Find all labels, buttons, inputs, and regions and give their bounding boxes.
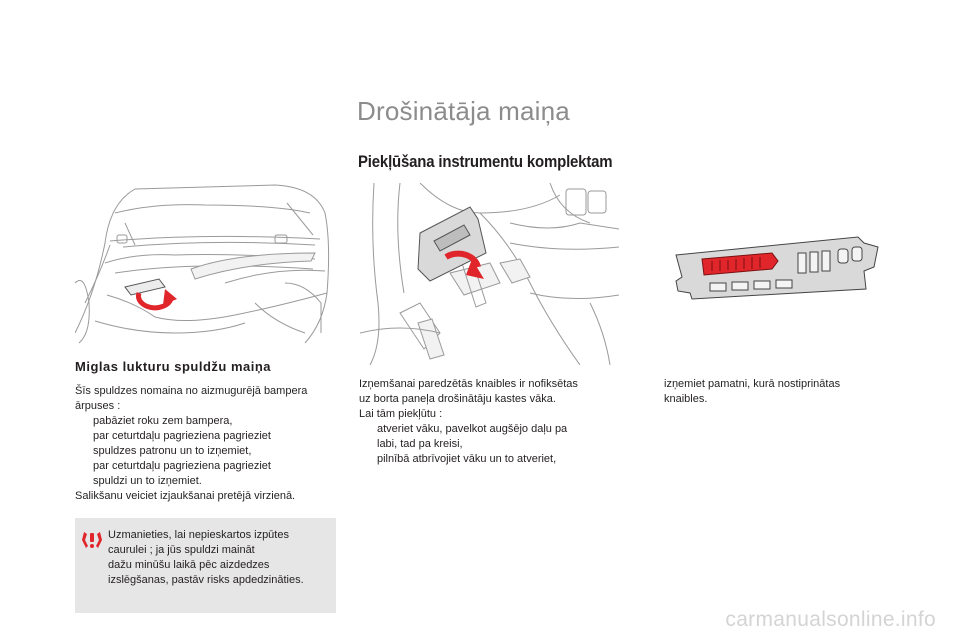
text-line: Lai tām piekļūtu : (359, 408, 443, 420)
list-item: izņemiet pamatni, kurā nostiprinātas knai… (646, 377, 886, 407)
bullet-marker (646, 377, 664, 407)
fuse-tweezers-base-illustration (668, 233, 880, 303)
list-item: pilnībā atbrīvojiet vāku un to atveriet, (359, 452, 621, 467)
page-title: Drošinātāja maiņa (357, 96, 570, 126)
intro-text: Šīs spuldzes nomaina no aizmugurējā bamp… (75, 385, 308, 412)
bullet-marker (75, 414, 93, 429)
access-instructions: Izņemšanai paredzētās knaibles ir nofiks… (359, 377, 621, 467)
rear-bumper-illustration (75, 183, 333, 345)
section-title: Piekļūšana instrumentu komplektam (358, 152, 613, 171)
bullet-marker (75, 459, 93, 489)
list-item-text: par ceturtdaļu pagrieziena pagrieziet (93, 430, 271, 442)
list-item-text: pabāziet roku zem bampera, (93, 415, 233, 427)
list-item: pabāziet roku zem bampera, (75, 414, 341, 429)
fuse-box-cover-illustration (360, 183, 619, 365)
bullet-marker (75, 429, 93, 459)
watermark: carmanualsonline.info (725, 608, 936, 631)
list-item-text: par ceturtdaļu pagrieziena pagrieziet (93, 460, 271, 472)
list-item-text: knaibles. (664, 393, 708, 405)
list-item-text: labi, tad pa kreisi, (377, 438, 463, 450)
outro-text: Salikšanu veiciet izjaukšanai pretējā vi… (75, 490, 296, 502)
list-item-text: izņemiet pamatni, kurā nostiprinātas (664, 378, 841, 390)
warning-line: caurulei ; ja jūs spuldzi maināt (108, 544, 255, 556)
bullet-marker (359, 422, 377, 452)
text-line: uz borta paneļa drošinātāju kastes vāka. (359, 393, 556, 405)
warning-box (75, 518, 336, 613)
list-item: atveriet vāku, pavelkot augšējo daļu pa l… (359, 422, 621, 452)
bullet-marker (359, 452, 377, 467)
list-item-text: atveriet vāku, pavelkot augšējo daļu pa (377, 423, 568, 435)
list-item-text: spuldzes patronu un to izņemiet, (93, 445, 252, 457)
fog-lamp-instructions: Šīs spuldzes nomaina no aizmugurējā bamp… (75, 384, 341, 504)
warning-icon (81, 530, 103, 555)
list-item: par ceturtdaļu pagrieziena pagrieziet spu… (75, 459, 341, 489)
tweezers-instructions: izņemiet pamatni, kurā nostiprinātas knai… (646, 377, 886, 407)
fog-lamp-section-title: Miglas lukturu spuldžu maiņa (75, 359, 272, 374)
list-item-text: pilnībā atbrīvojiet vāku un to atveriet, (377, 453, 557, 465)
list-item: par ceturtdaļu pagrieziena pagrieziet spu… (75, 429, 341, 459)
warning-line: Uzmanieties, lai nepieskartos izpūtes (108, 529, 289, 541)
warning-line: dažu minūšu laikā pēc aizdedzes (108, 559, 270, 571)
warning-text: Uzmanieties, lai nepieskartos izpūtes ca… (108, 528, 333, 588)
list-item-text: spuldzi un to izņemiet. (93, 475, 202, 487)
text-line: Izņemšanai paredzētās knaibles ir nofiks… (359, 378, 578, 390)
warning-line: izslēgšanas, pastāv risks apdedzināties. (108, 574, 304, 586)
